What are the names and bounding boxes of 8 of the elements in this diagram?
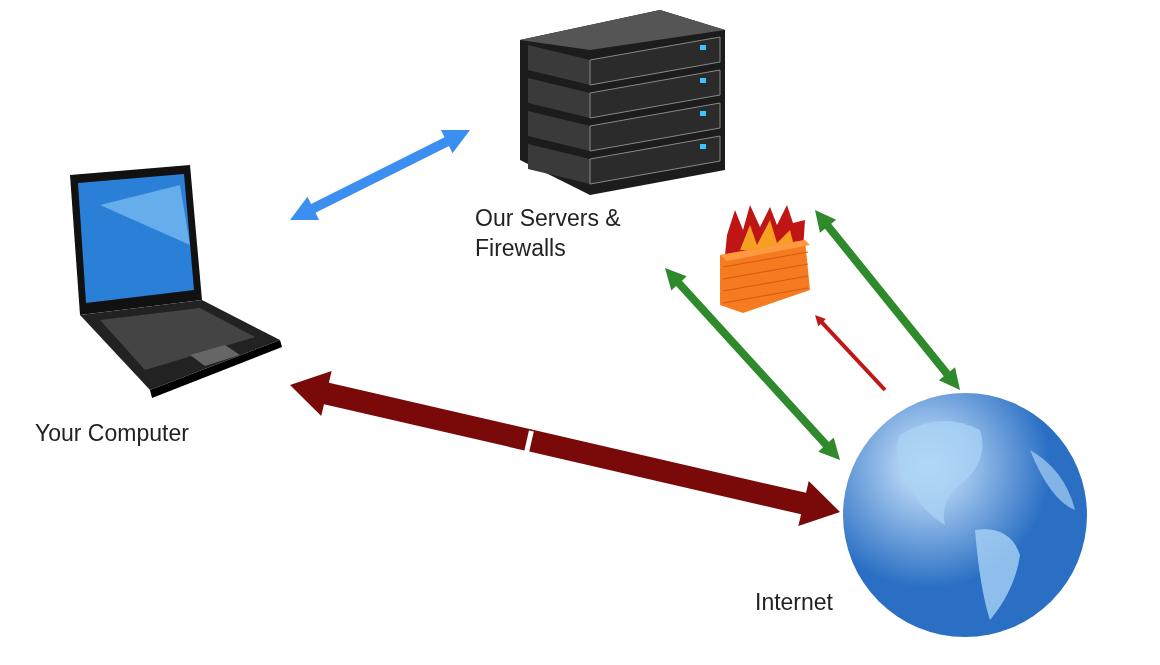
node-caption: Internet (754, 588, 833, 617)
arrow (665, 268, 840, 460)
arrow (815, 315, 887, 392)
node-label: Our Servers & Firewalls (475, 204, 622, 263)
arrow (815, 210, 960, 390)
node-label: Your Computer (35, 419, 190, 448)
arrow (290, 370, 840, 527)
arrow (290, 130, 470, 220)
